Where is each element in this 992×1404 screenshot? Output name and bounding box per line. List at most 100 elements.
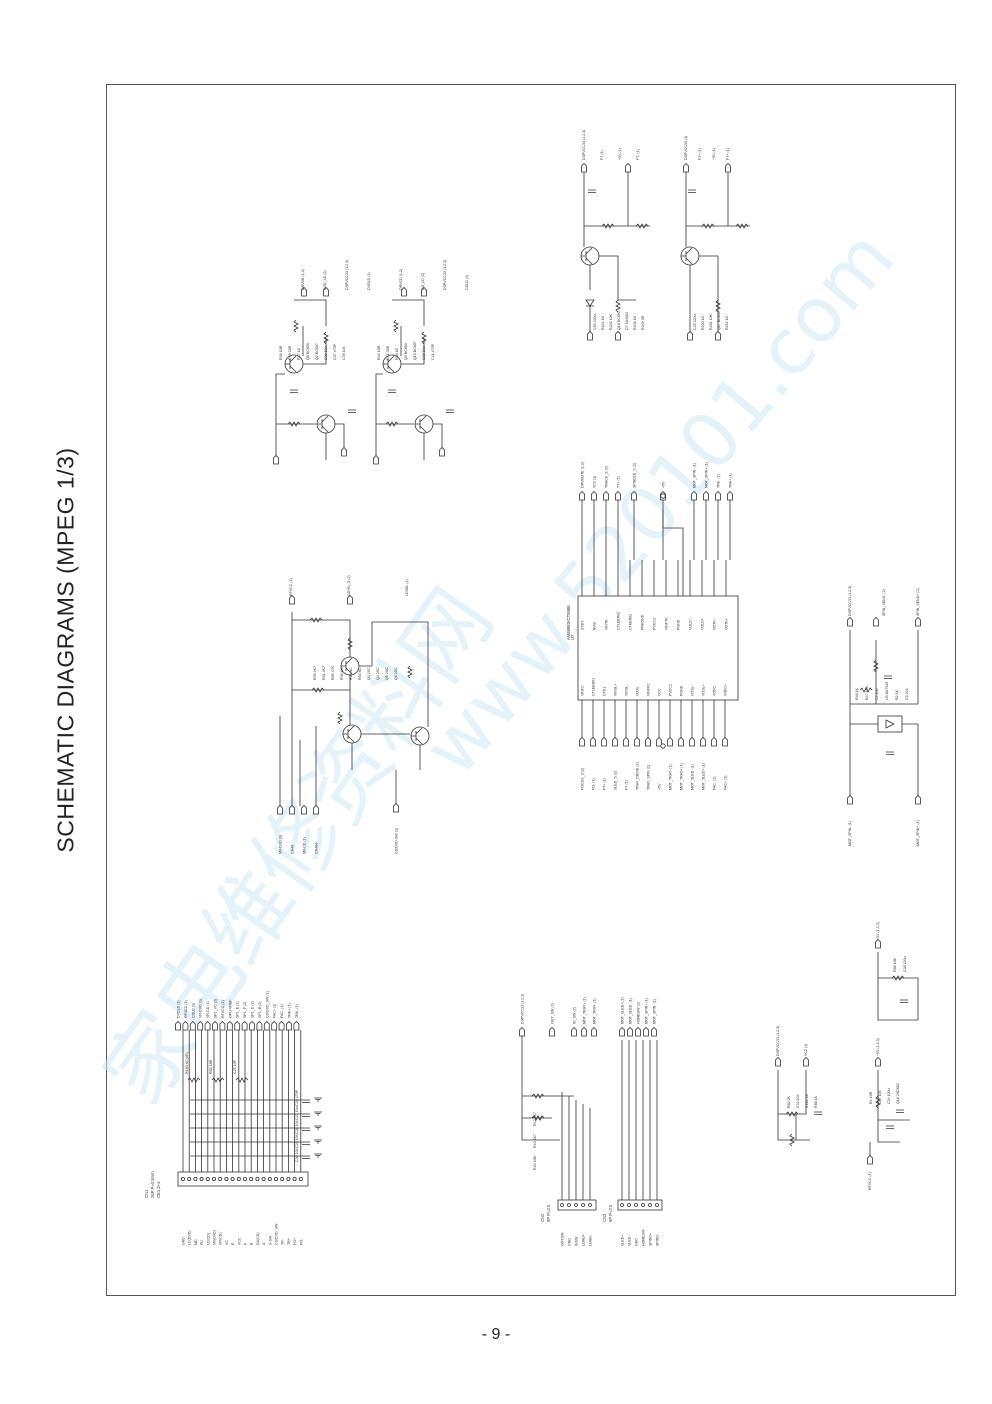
power-b-c bbox=[814, 1111, 822, 1115]
power-b-wires bbox=[777, 1070, 810, 1141]
sw-part-label: R36 NC bbox=[340, 667, 344, 680]
cn1-pin-label: VC bbox=[225, 1240, 229, 1245]
cn1-pin bbox=[224, 1177, 229, 1182]
sw-net-label-top: LDSEL (2) bbox=[405, 579, 409, 596]
apc-dvd-q-lower-leads bbox=[317, 415, 329, 433]
cn1-net-label: DVDLD (1) bbox=[177, 1000, 181, 1018]
tray-wires bbox=[583, 168, 650, 336]
u7-left-net-label: MOT_SLED- (1) bbox=[691, 764, 695, 790]
cn2-pin-label: LOAD- bbox=[589, 1234, 593, 1246]
u7-right-net-label: TRK+ (1) bbox=[729, 473, 733, 488]
cn1-resistor bbox=[235, 1077, 249, 1083]
u7-left-net-label: MOT_TRAY- (1) bbox=[669, 764, 673, 790]
spin-port-ft bbox=[725, 162, 731, 173]
power-c-part-label: C37 104 bbox=[878, 1090, 882, 1104]
spin-part-label: C25 220u bbox=[693, 314, 697, 330]
u7-right-pin-label: BIAS bbox=[593, 621, 597, 630]
sw-q3-leads bbox=[411, 727, 423, 745]
cn1-pin-label: F bbox=[244, 1242, 248, 1245]
cn3-net-port bbox=[627, 1026, 633, 1037]
u7-right-net-port bbox=[691, 490, 697, 501]
cn1-net-port bbox=[189, 1020, 196, 1031]
sw-part-label: Q4 2SC bbox=[376, 667, 380, 680]
apc-dvd-c2 bbox=[348, 409, 356, 413]
apc-cd-part-label: R40 10R bbox=[377, 345, 381, 360]
cn1-resistor bbox=[211, 1077, 225, 1083]
cn3-body bbox=[617, 1199, 663, 1211]
cn1-pin-label: FO+ bbox=[293, 1238, 297, 1245]
apc-dvd-part-label: Q8 BC850 bbox=[306, 343, 310, 360]
apc-dvd-part-label: R38 10R bbox=[279, 345, 283, 360]
tray-part-label: D7 1N4002 bbox=[625, 312, 629, 330]
u7-right-pin-label: VINFTK bbox=[665, 617, 669, 630]
cn1-pin-label: VR(CD) bbox=[219, 1232, 223, 1245]
cn3-pin bbox=[620, 1203, 624, 1207]
u7-left-pin-label: VINFFC bbox=[647, 683, 651, 696]
cn3-net-label: MOT_SLED+ (1) bbox=[621, 997, 625, 1024]
cn2-pin-label: OUTSW bbox=[561, 1232, 565, 1246]
sw-r2 bbox=[311, 687, 325, 693]
cn3-pin-label: HOMESW bbox=[642, 1229, 646, 1246]
spin-net-label: FT+ (1) bbox=[726, 148, 730, 160]
u7-left-pin-label: PVCC1 bbox=[669, 684, 673, 696]
u7-ref: U7 bbox=[570, 634, 575, 640]
cn1-pin bbox=[267, 1177, 272, 1182]
cn1-pin-label: LD(CD) bbox=[206, 1233, 210, 1245]
spin-sense-port-vcc bbox=[847, 616, 853, 627]
cn1-cap bbox=[302, 1127, 310, 1131]
u7-left-net-label: FO- (1) bbox=[592, 778, 596, 790]
spin-q-leads bbox=[681, 247, 693, 265]
schematic-frame bbox=[106, 84, 956, 1296]
u7-left-net-port bbox=[689, 736, 695, 747]
power-b-part-label: C32 104 bbox=[796, 1094, 800, 1108]
cn3-pin bbox=[627, 1203, 631, 1207]
cn1-pin-label: LD(DVD) bbox=[188, 1230, 192, 1245]
spin-part-label: R250 1K bbox=[701, 315, 705, 330]
u7-right-pin-label: CTKER02 bbox=[629, 614, 633, 630]
u7-left-net-port bbox=[623, 736, 629, 747]
u7-right-net-label: VC2 (1) bbox=[593, 476, 597, 488]
sw-port-cddvd bbox=[393, 802, 399, 813]
cn3-pin bbox=[648, 1203, 652, 1207]
u7-right-pin-label: PREGND bbox=[641, 614, 645, 630]
spin-net-label: DSPVCC33 (1) bbox=[684, 136, 688, 160]
u7-left-pin-label: VCC bbox=[658, 688, 662, 696]
spin-port-vcc bbox=[683, 162, 689, 173]
power-b-r2 bbox=[789, 1133, 795, 1147]
apc-cd-c2 bbox=[446, 409, 454, 413]
u7-left-pin-label: VOSL+ bbox=[702, 684, 706, 696]
cn1-net-port bbox=[293, 1020, 300, 1031]
cn2-net-port bbox=[571, 1026, 577, 1037]
sw-net-label-top: CD+IN_S (2) bbox=[347, 575, 351, 596]
cn1-net-label: TRK- (1) bbox=[295, 1004, 299, 1018]
ld-switch-circuit: RFVCC (1)CD+IN_S (2)LDSEL (2)VR-DVD (1)C… bbox=[277, 575, 430, 854]
apc-cd-port-out bbox=[439, 446, 445, 457]
sw-q2-leads bbox=[343, 725, 355, 743]
spin-sense-part-label: R2 1K bbox=[895, 689, 899, 700]
sw-net-label-bottom: VR-DVD (1) bbox=[279, 835, 283, 854]
u7-right-net-label: SPINDLE_S (2) bbox=[633, 463, 637, 488]
sw-net-label-bottom: CN48 bbox=[291, 845, 295, 854]
apc-dvd-part-label: Q2 BC807 bbox=[315, 343, 319, 360]
cn1-net-label: FAC+ (1) bbox=[273, 1004, 277, 1018]
power-b-part-label: R183 1K bbox=[805, 1093, 809, 1108]
u7-left-net-label: TRAY_SPIN (2) bbox=[647, 765, 651, 790]
apc-dvd-net-label: DSPVCC33 (1,2,3) bbox=[345, 260, 349, 290]
u7-right-pin-label: PVCC2 bbox=[653, 618, 657, 630]
u7-left-pin-label: VOSL bbox=[636, 686, 640, 696]
sw-port-rfvcc bbox=[289, 594, 295, 605]
u7-right-net-port bbox=[615, 490, 621, 501]
sub-circuits: DRVDB (1,2)DVD_LD (2)DSPVCC33 (1,2,3)DVD… bbox=[273, 130, 921, 1190]
cn1-pin bbox=[193, 1177, 198, 1182]
sw-q1-leads bbox=[341, 657, 353, 675]
spin-sense-port-mp bbox=[915, 794, 921, 805]
u7-right-net-label: MOT_SPIN+ (1) bbox=[705, 462, 709, 488]
apc-cd-port-drv bbox=[401, 286, 407, 297]
cn3-pin-label: SPIND+ bbox=[649, 1233, 653, 1246]
apc-dvd-circuit: DRVDB (1,2)DVD_LD (2)DSPVCC33 (1,2,3)DVD… bbox=[273, 260, 371, 465]
u7-left-net-port bbox=[579, 736, 585, 747]
u7-left-pin-label: VINFC bbox=[581, 685, 585, 696]
cn2-pin bbox=[588, 1203, 592, 1207]
cn2-net-port bbox=[549, 1026, 555, 1037]
